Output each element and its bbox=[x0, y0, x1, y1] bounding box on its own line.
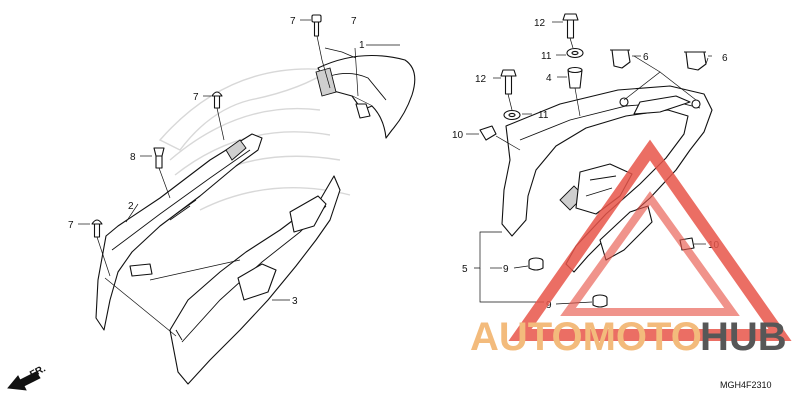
leader-lines-left bbox=[78, 19, 400, 337]
site-watermark: AUTOMOTO HUB bbox=[470, 139, 792, 359]
callout-3: 3 bbox=[292, 296, 298, 307]
part-10-nut-left bbox=[479, 125, 497, 141]
part-11-washer-mid bbox=[503, 109, 521, 121]
callout-5: 5 bbox=[462, 264, 468, 275]
callout-1: 1 bbox=[359, 40, 365, 51]
callout-8: 8 bbox=[130, 152, 136, 163]
fr-label: FR. bbox=[28, 363, 48, 380]
callout-9a: 9 bbox=[503, 264, 509, 275]
watermark-text-auto: AUTOMOTO bbox=[470, 315, 702, 359]
part-6-cap-right bbox=[684, 51, 707, 71]
part-7-bolt-low bbox=[91, 219, 103, 238]
callout-7a: 7 bbox=[290, 16, 296, 27]
callout-6b: 6 bbox=[722, 53, 728, 64]
watermark-text-hub: HUB bbox=[700, 315, 787, 359]
callout-7b: 7 bbox=[193, 92, 199, 103]
part-7-bolt-top bbox=[311, 14, 322, 37]
drawing-code: MGH4F2310 bbox=[720, 380, 772, 390]
callout-10a: 10 bbox=[452, 130, 464, 141]
callout-12b: 12 bbox=[475, 74, 487, 85]
part-7-bolt-mid bbox=[211, 91, 223, 109]
part-4-collar bbox=[567, 66, 583, 89]
callout-11b: 11 bbox=[538, 110, 549, 121]
part-9-grommet-mid bbox=[528, 257, 544, 271]
front-direction-arrow: FR. bbox=[7, 363, 48, 391]
part-3-lower-panel bbox=[169, 175, 341, 385]
warning-triangle-icon bbox=[508, 139, 792, 341]
part-6-cap-left bbox=[610, 49, 631, 69]
part-12-bolt-top bbox=[562, 13, 579, 39]
part-12-bolt-mid bbox=[500, 69, 517, 95]
callout-2: 2 bbox=[128, 201, 134, 212]
callout-6a: 6 bbox=[643, 52, 649, 63]
part-11-washer-top bbox=[566, 47, 584, 59]
callout-12a: 12 bbox=[534, 18, 546, 29]
leader-lines-right bbox=[466, 21, 712, 305]
part-1-rear-cover bbox=[315, 54, 416, 139]
part-8-clip bbox=[153, 147, 165, 169]
callout-7d: 7 bbox=[351, 16, 357, 27]
part-9-grommet-low bbox=[592, 294, 608, 308]
callout-4: 4 bbox=[546, 73, 552, 84]
part-2-side-rail bbox=[95, 133, 263, 331]
callout-11a: 11 bbox=[541, 51, 552, 62]
callout-9b: 9 bbox=[546, 300, 552, 311]
callout-7c: 7 bbox=[68, 220, 74, 231]
